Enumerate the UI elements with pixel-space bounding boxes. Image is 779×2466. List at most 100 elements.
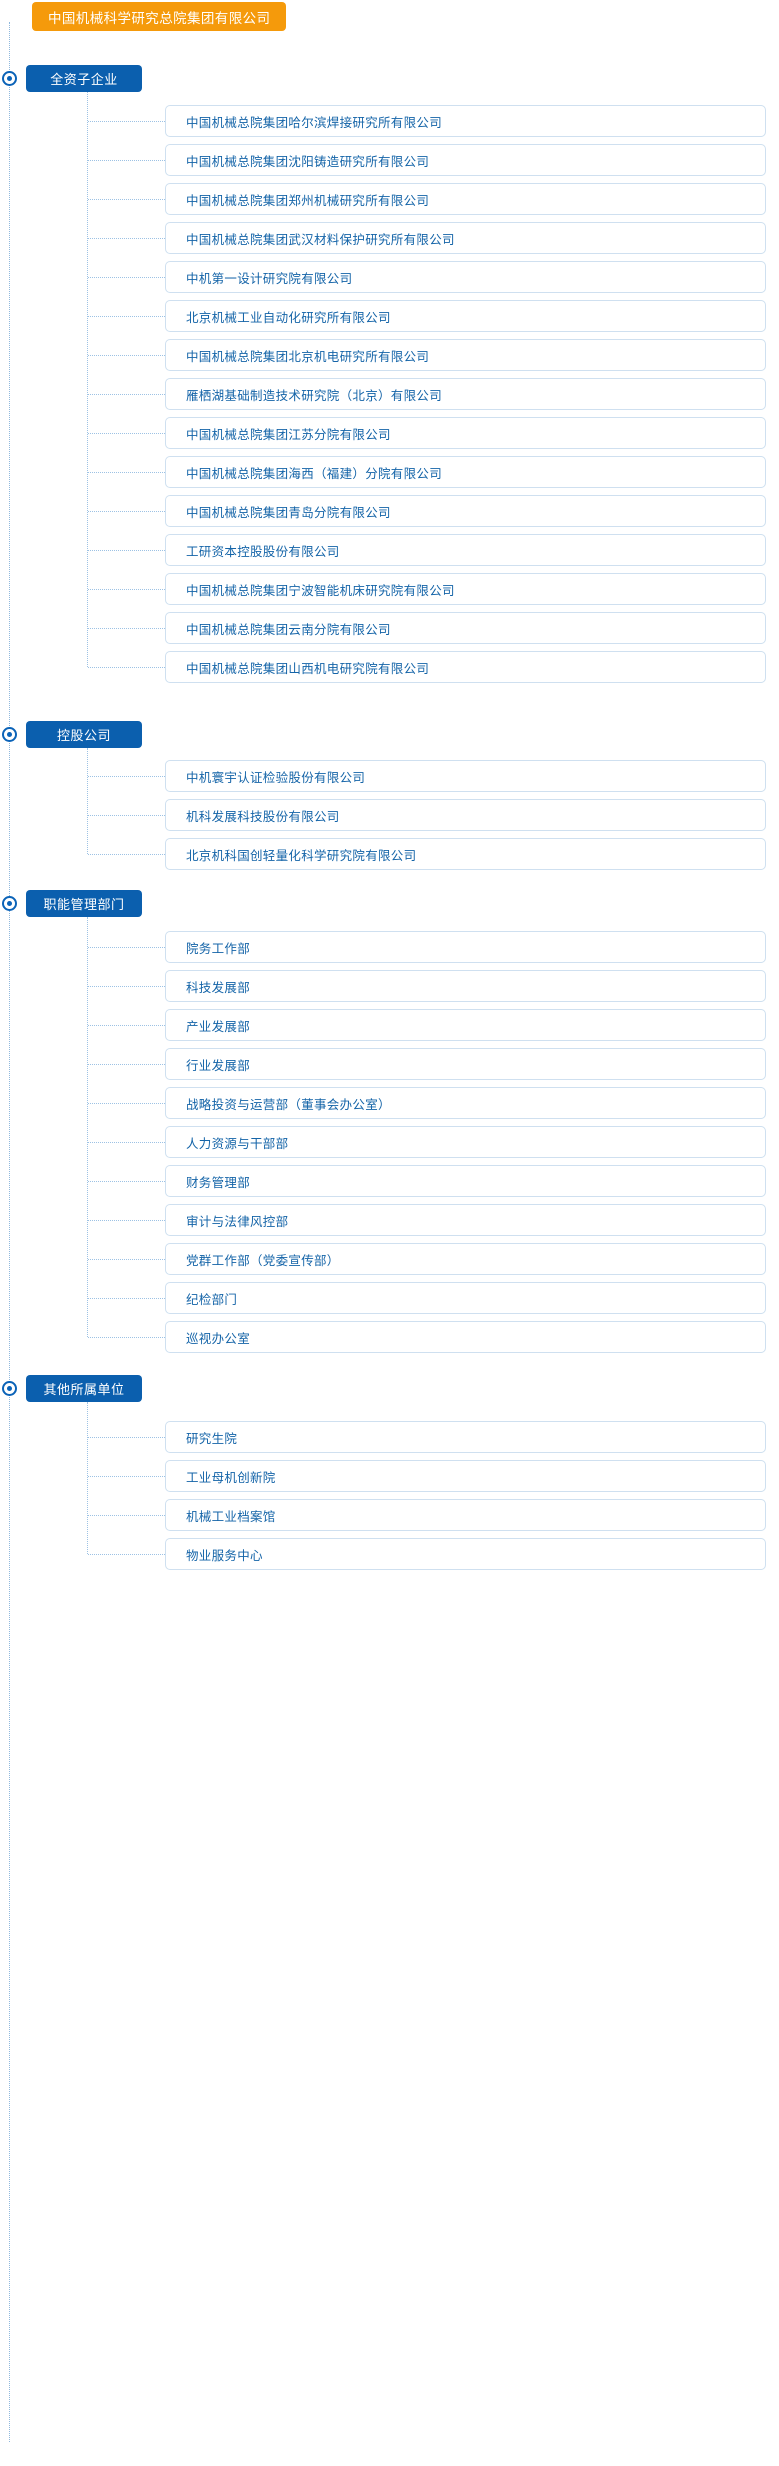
org-item[interactable]: 党群工作部（党委宣传部） bbox=[165, 1243, 766, 1275]
org-item-label: 中国机械总院集团江苏分院有限公司 bbox=[186, 427, 391, 442]
item-connector bbox=[88, 1476, 165, 1477]
org-item-row: 中国机械总院集团云南分院有限公司 bbox=[0, 612, 779, 644]
org-item[interactable]: 行业发展部 bbox=[165, 1048, 766, 1080]
org-item-label: 中国机械总院集团郑州机械研究所有限公司 bbox=[186, 193, 430, 208]
item-connector bbox=[88, 628, 165, 629]
org-item-label: 工研资本控股股份有限公司 bbox=[186, 544, 340, 559]
org-item[interactable]: 中国机械总院集团北京机电研究所有限公司 bbox=[165, 339, 766, 371]
org-item[interactable]: 机科发展科技股份有限公司 bbox=[165, 799, 766, 831]
org-item-label: 审计与法律风控部 bbox=[186, 1214, 289, 1229]
org-item-row: 行业发展部 bbox=[0, 1048, 779, 1080]
item-connector bbox=[88, 316, 165, 317]
item-connector bbox=[88, 511, 165, 512]
org-item[interactable]: 战略投资与运营部（董事会办公室） bbox=[165, 1087, 766, 1119]
section-header[interactable]: 其他所属单位 bbox=[26, 1375, 142, 1402]
org-item-row: 机械工业档案馆 bbox=[0, 1499, 779, 1531]
org-item-label: 院务工作部 bbox=[186, 941, 251, 956]
spine-node-marker-icon bbox=[2, 71, 17, 86]
org-item[interactable]: 中国机械总院集团江苏分院有限公司 bbox=[165, 417, 766, 449]
org-item[interactable]: 中机第一设计研究院有限公司 bbox=[165, 261, 766, 293]
org-item-row: 雁栖湖基础制造技术研究院（北京）有限公司 bbox=[0, 378, 779, 410]
root-node[interactable]: 中国机械科学研究总院集团有限公司 bbox=[32, 2, 287, 31]
spine-node-marker-icon bbox=[2, 896, 17, 911]
item-connector bbox=[88, 1298, 165, 1299]
org-item[interactable]: 中国机械总院集团云南分院有限公司 bbox=[165, 612, 766, 644]
org-item[interactable]: 财务管理部 bbox=[165, 1165, 766, 1197]
item-connector bbox=[88, 1220, 165, 1221]
item-connector bbox=[88, 1515, 165, 1516]
org-item[interactable]: 中国机械总院集团山西机电研究院有限公司 bbox=[165, 651, 766, 683]
org-item[interactable]: 审计与法律风控部 bbox=[165, 1204, 766, 1236]
section-header[interactable]: 职能管理部门 bbox=[26, 890, 142, 917]
org-item-label: 财务管理部 bbox=[186, 1175, 251, 1190]
org-item[interactable]: 巡视办公室 bbox=[165, 1321, 766, 1353]
org-item-label: 战略投资与运营部（董事会办公室） bbox=[186, 1097, 391, 1112]
item-connector bbox=[88, 277, 165, 278]
org-item[interactable]: 工业母机创新院 bbox=[165, 1460, 766, 1492]
org-item-label: 工业母机创新院 bbox=[186, 1470, 276, 1485]
section-header[interactable]: 控股公司 bbox=[26, 721, 142, 748]
org-item[interactable]: 北京机科国创轻量化科学研究院有限公司 bbox=[165, 838, 766, 870]
org-item-row: 中机第一设计研究院有限公司 bbox=[0, 261, 779, 293]
org-item[interactable]: 工研资本控股股份有限公司 bbox=[165, 534, 766, 566]
org-item-label: 中国机械总院集团山西机电研究院有限公司 bbox=[186, 661, 430, 676]
org-item[interactable]: 中国机械总院集团青岛分院有限公司 bbox=[165, 495, 766, 527]
org-item[interactable]: 物业服务中心 bbox=[165, 1538, 766, 1570]
section-header[interactable]: 全资子企业 bbox=[26, 65, 142, 92]
org-item[interactable]: 中国机械总院集团海西（福建）分院有限公司 bbox=[165, 456, 766, 488]
org-item-label: 雁栖湖基础制造技术研究院（北京）有限公司 bbox=[186, 388, 443, 403]
root-node-label: 中国机械科学研究总院集团有限公司 bbox=[48, 10, 271, 26]
org-item-row: 中国机械总院集团宁波智能机床研究院有限公司 bbox=[0, 573, 779, 605]
org-item-label: 纪检部门 bbox=[186, 1292, 238, 1307]
org-item-row: 中国机械总院集团青岛分院有限公司 bbox=[0, 495, 779, 527]
org-item-label: 中国机械总院集团武汉材料保护研究所有限公司 bbox=[186, 232, 455, 247]
section-rail bbox=[87, 917, 88, 1337]
section-header-label: 其他所属单位 bbox=[43, 1382, 125, 1397]
org-item-row: 巡视办公室 bbox=[0, 1321, 779, 1353]
org-item[interactable]: 中国机械总院集团郑州机械研究所有限公司 bbox=[165, 183, 766, 215]
org-item-row: 中国机械总院集团海西（福建）分院有限公司 bbox=[0, 456, 779, 488]
org-item-row: 工业母机创新院 bbox=[0, 1460, 779, 1492]
org-item[interactable]: 机械工业档案馆 bbox=[165, 1499, 766, 1531]
item-connector bbox=[88, 1437, 165, 1438]
item-connector bbox=[88, 1064, 165, 1065]
org-item[interactable]: 北京机械工业自动化研究所有限公司 bbox=[165, 300, 766, 332]
section-rail bbox=[87, 1402, 88, 1554]
item-connector bbox=[88, 1337, 165, 1338]
org-item[interactable]: 中国机械总院集团沈阳铸造研究所有限公司 bbox=[165, 144, 766, 176]
org-item[interactable]: 科技发展部 bbox=[165, 970, 766, 1002]
org-item-label: 机械工业档案馆 bbox=[186, 1509, 276, 1524]
item-connector bbox=[88, 815, 165, 816]
org-item-label: 中国机械总院集团海西（福建）分院有限公司 bbox=[186, 466, 443, 481]
org-item[interactable]: 中国机械总院集团哈尔滨焊接研究所有限公司 bbox=[165, 105, 766, 137]
item-connector bbox=[88, 1554, 165, 1555]
org-item-row: 中国机械总院集团北京机电研究所有限公司 bbox=[0, 339, 779, 371]
org-item[interactable]: 雁栖湖基础制造技术研究院（北京）有限公司 bbox=[165, 378, 766, 410]
item-connector bbox=[88, 433, 165, 434]
org-item-label: 北京机科国创轻量化科学研究院有限公司 bbox=[186, 848, 417, 863]
section-header-label: 控股公司 bbox=[56, 728, 111, 743]
org-item-label: 中国机械总院集团哈尔滨焊接研究所有限公司 bbox=[186, 115, 443, 130]
org-item-row: 工研资本控股股份有限公司 bbox=[0, 534, 779, 566]
org-item[interactable]: 纪检部门 bbox=[165, 1282, 766, 1314]
org-item[interactable]: 中机寰宇认证检验股份有限公司 bbox=[165, 760, 766, 792]
org-item-label: 人力资源与干部部 bbox=[186, 1136, 289, 1151]
item-connector bbox=[88, 854, 165, 855]
tree-spine bbox=[9, 22, 10, 2442]
org-item[interactable]: 院务工作部 bbox=[165, 931, 766, 963]
org-item[interactable]: 中国机械总院集团武汉材料保护研究所有限公司 bbox=[165, 222, 766, 254]
section-header-label: 职能管理部门 bbox=[43, 897, 125, 912]
org-item-label: 研究生院 bbox=[186, 1431, 238, 1446]
org-item[interactable]: 中国机械总院集团宁波智能机床研究院有限公司 bbox=[165, 573, 766, 605]
item-connector bbox=[88, 355, 165, 356]
item-connector bbox=[88, 199, 165, 200]
org-item-label: 北京机械工业自动化研究所有限公司 bbox=[186, 310, 391, 325]
org-item-label: 中机第一设计研究院有限公司 bbox=[186, 271, 353, 286]
org-item-row: 战略投资与运营部（董事会办公室） bbox=[0, 1087, 779, 1119]
item-connector bbox=[88, 947, 165, 948]
org-item-row: 人力资源与干部部 bbox=[0, 1126, 779, 1158]
org-item[interactable]: 研究生院 bbox=[165, 1421, 766, 1453]
org-item[interactable]: 产业发展部 bbox=[165, 1009, 766, 1041]
org-item[interactable]: 人力资源与干部部 bbox=[165, 1126, 766, 1158]
org-item-label: 产业发展部 bbox=[186, 1019, 251, 1034]
